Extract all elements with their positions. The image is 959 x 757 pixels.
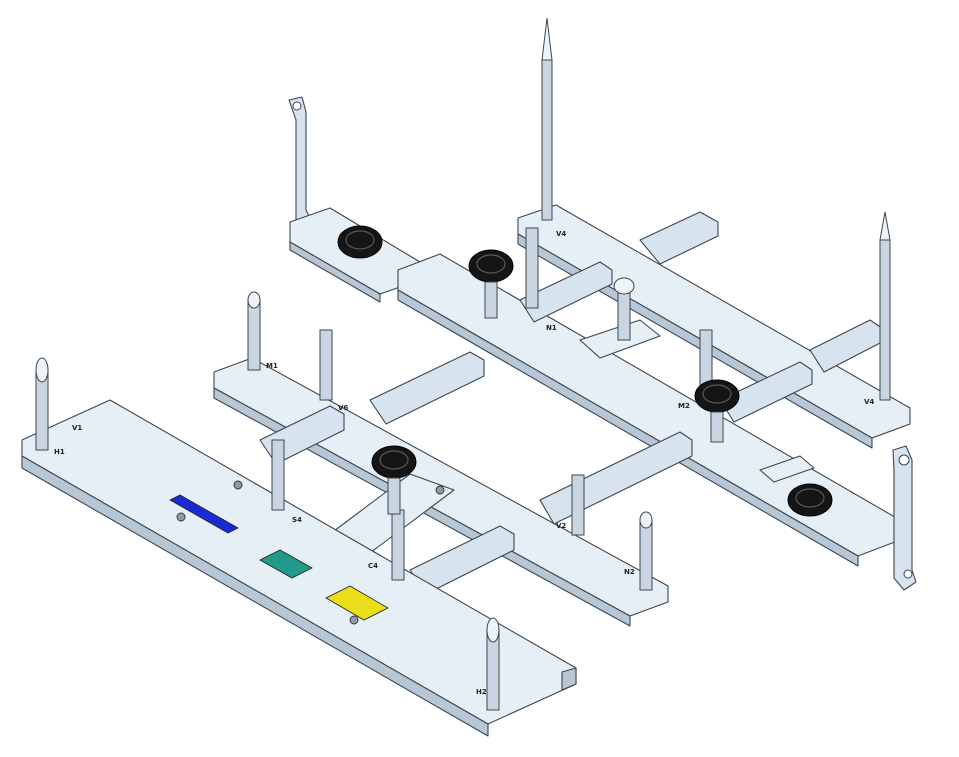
middle-pin [639,519,653,591]
bracket-hole [898,454,910,466]
knob-3 [694,379,740,443]
cross-tube [369,351,485,425]
rear-frame [288,96,917,591]
mark-m2: M2 [678,402,690,410]
knob-5 [787,483,833,517]
threaded-stud [571,474,585,536]
knob-4 [371,445,417,515]
cross-tube [719,361,813,423]
bracket-hole [903,569,913,579]
mark-m1: M1 [266,362,278,370]
front-plate [21,399,577,737]
rear-right-bracket [892,445,917,591]
cross-tube [539,431,693,525]
bracket-hole [292,101,302,111]
tall-pin [879,239,891,401]
threaded-stud [319,329,333,401]
engraved-marks: M1 V6 V4 V4 S4 C4 M2 N1 H1 H2 N2 V1 V2 [54,230,874,696]
clamp-knobs [337,225,833,517]
mark-c4: C4 [368,562,378,570]
locator-pins [35,17,891,711]
mark-n1: N1 [546,324,557,332]
threaded-stud [525,227,539,309]
yellow-patch [325,585,389,621]
teal-patch [259,549,313,579]
mark-v6: V6 [338,404,348,412]
mark-v2: V2 [556,522,566,530]
cross-tube [639,211,719,265]
threaded-stud [271,439,285,511]
mark-s4: S4 [292,516,302,524]
knob-1 [337,225,383,259]
mark-v4a: V4 [556,230,566,238]
mark-h2: H2 [476,688,487,696]
middle-pin [247,299,261,371]
mark-n2: N2 [624,568,635,576]
blue-patch [169,494,239,534]
middle-frame [213,351,693,627]
knob-2 [468,249,514,319]
mark-v1: V1 [72,424,82,432]
mark-v4b: V4 [864,398,874,406]
cross-tube [809,319,883,373]
tall-pin [541,59,553,221]
slotted-plate [759,455,815,483]
threaded-stud [391,509,405,581]
mark-h1: H1 [54,448,65,456]
sensor-pin [617,291,631,341]
cross-tube [519,261,613,323]
